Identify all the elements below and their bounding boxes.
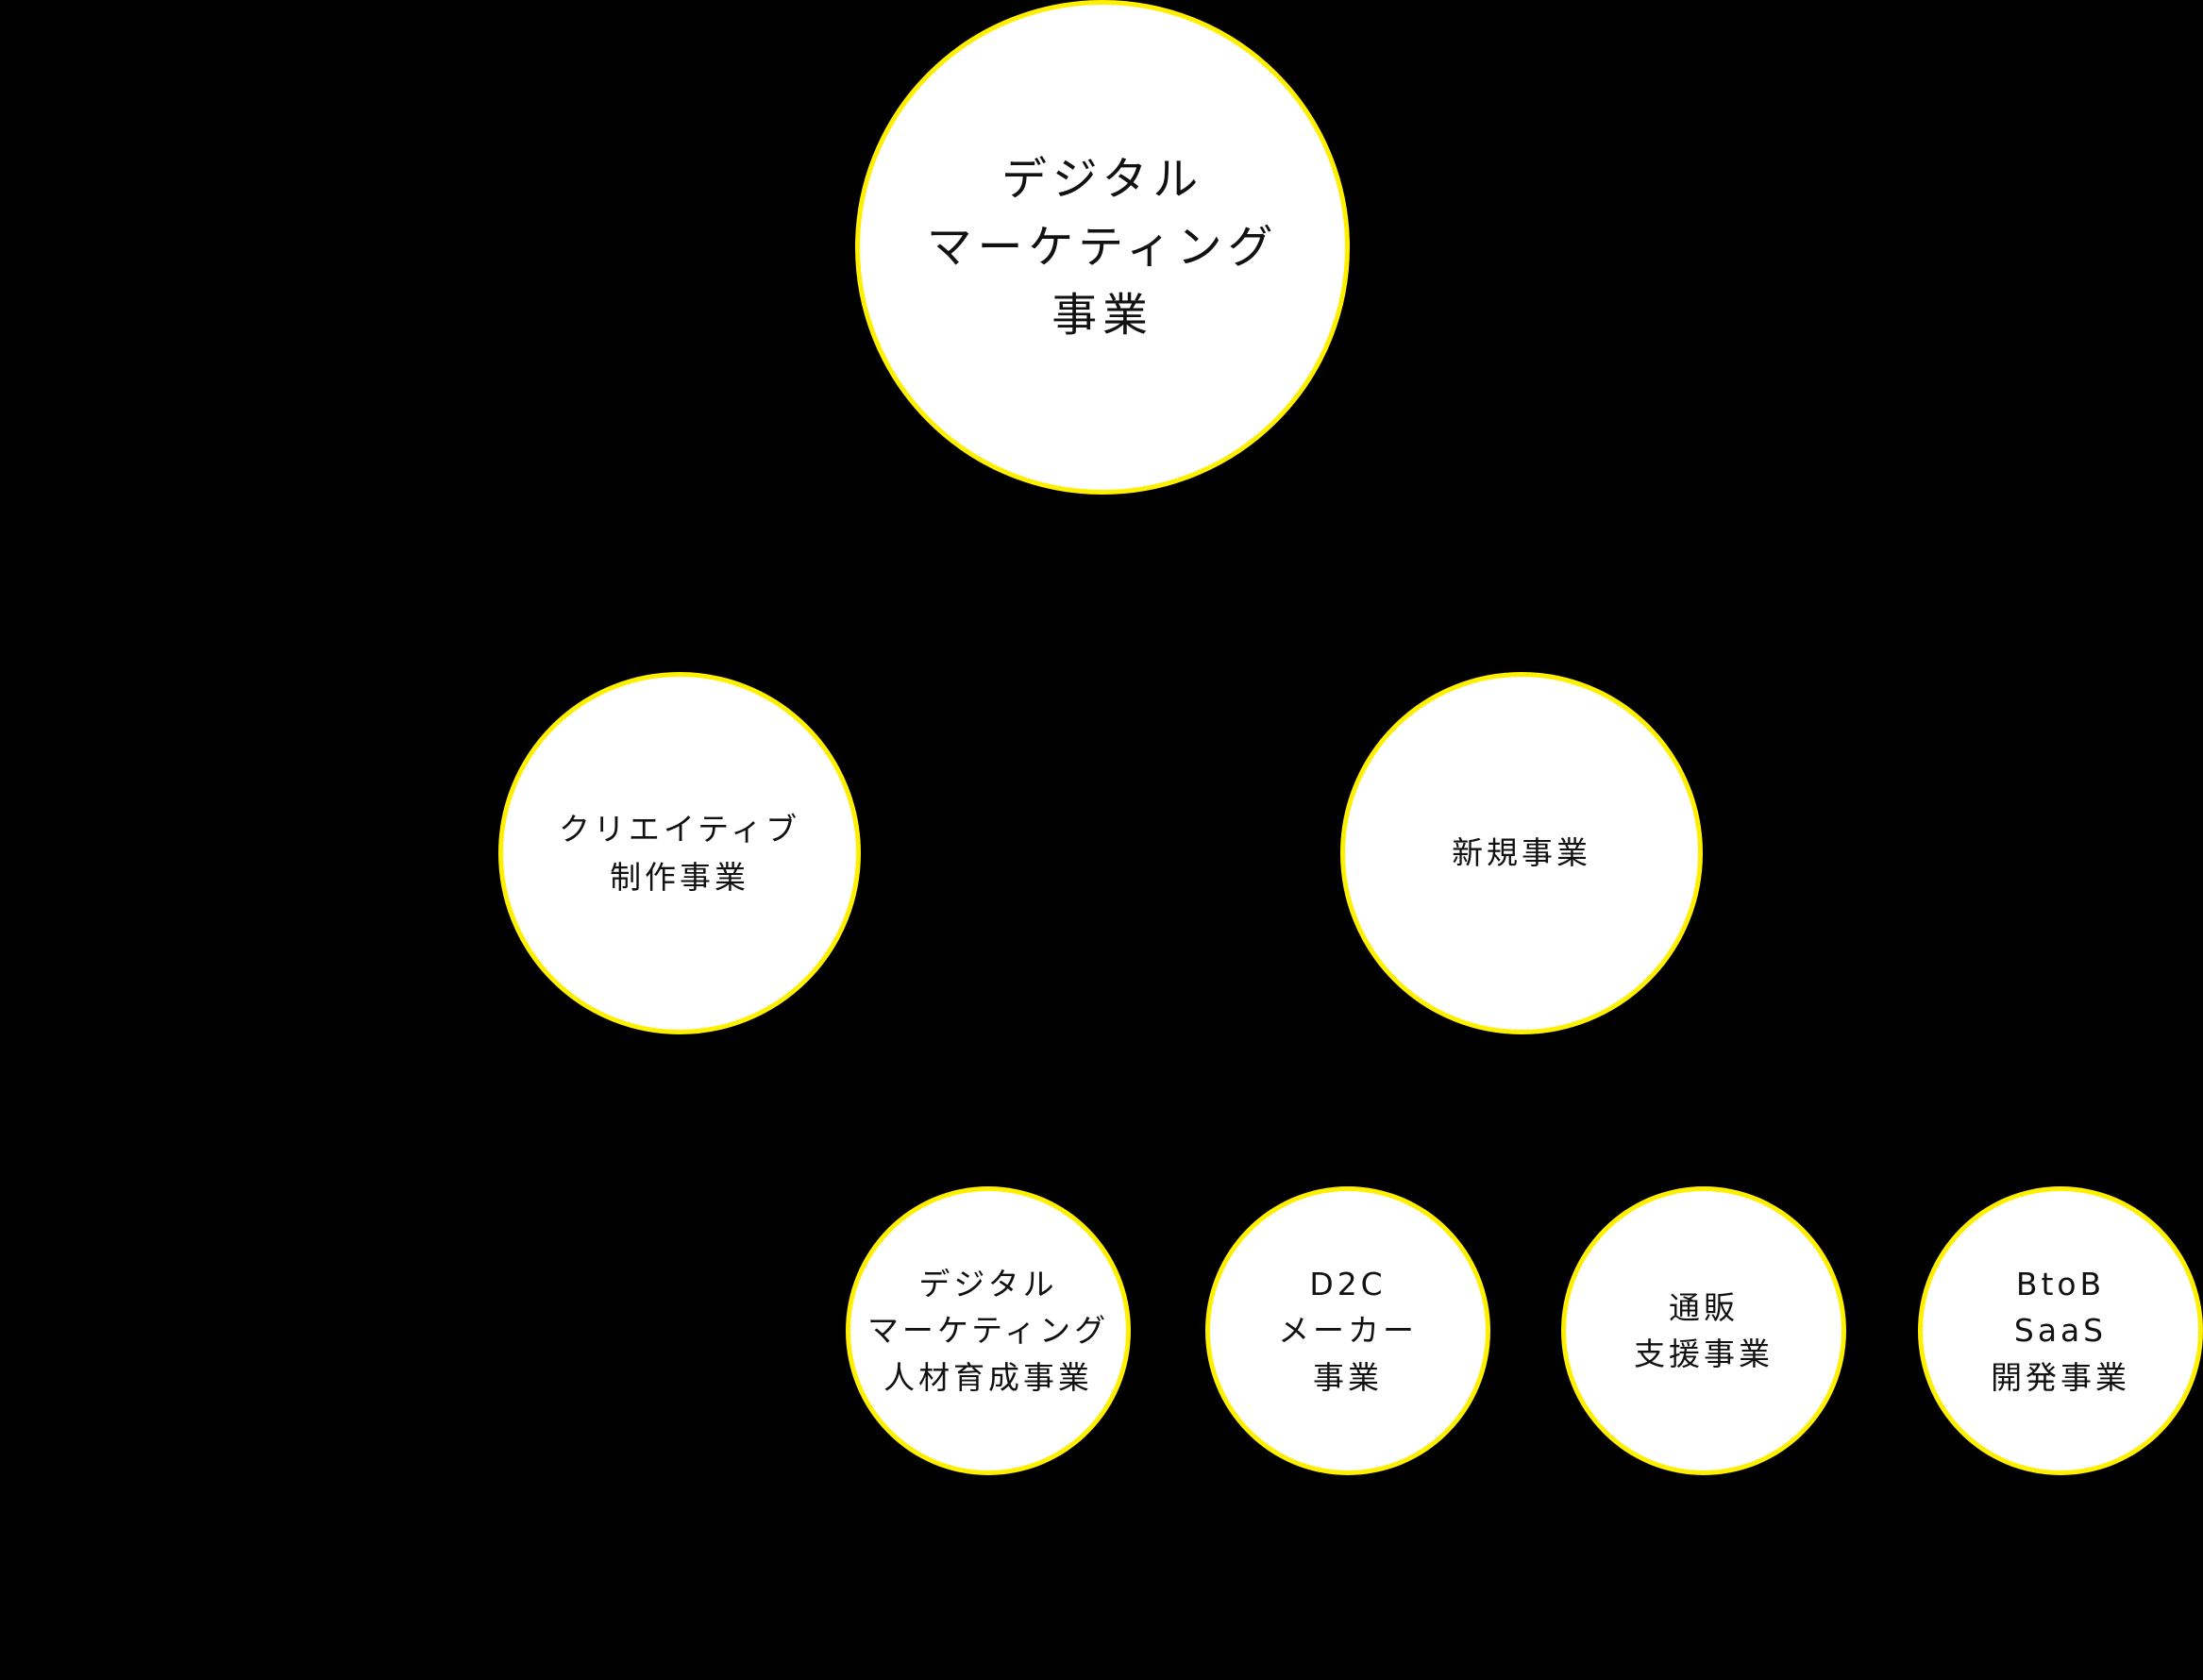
node-label: クリエイティブ 制作事業 (558, 810, 801, 896)
node-label: デジタル マーケティング 事業 (926, 153, 1279, 342)
node-btob-saas: BtoB SaaS 開発事業 (1918, 1186, 2203, 1475)
node-creative-production: クリエイティブ 制作事業 (498, 672, 861, 1034)
node-d2c-maker: D2C メーカー 事業 (1205, 1186, 1490, 1475)
node-label: BtoB SaaS 開発事業 (1991, 1265, 2130, 1396)
node-label: デジタル マーケティング 人材育成事業 (866, 1265, 1110, 1396)
node-label: 通販 支援事業 (1634, 1288, 1774, 1373)
node-new-business: 新規事業 (1340, 672, 1703, 1034)
node-ec-support: 通販 支援事業 (1561, 1186, 1846, 1475)
node-label: D2C メーカー 事業 (1278, 1265, 1418, 1396)
node-digital-marketing: デジタル マーケティング 事業 (855, 0, 1350, 495)
node-hr-education: デジタル マーケティング 人材育成事業 (846, 1186, 1131, 1475)
node-label: 新規事業 (1452, 834, 1591, 872)
